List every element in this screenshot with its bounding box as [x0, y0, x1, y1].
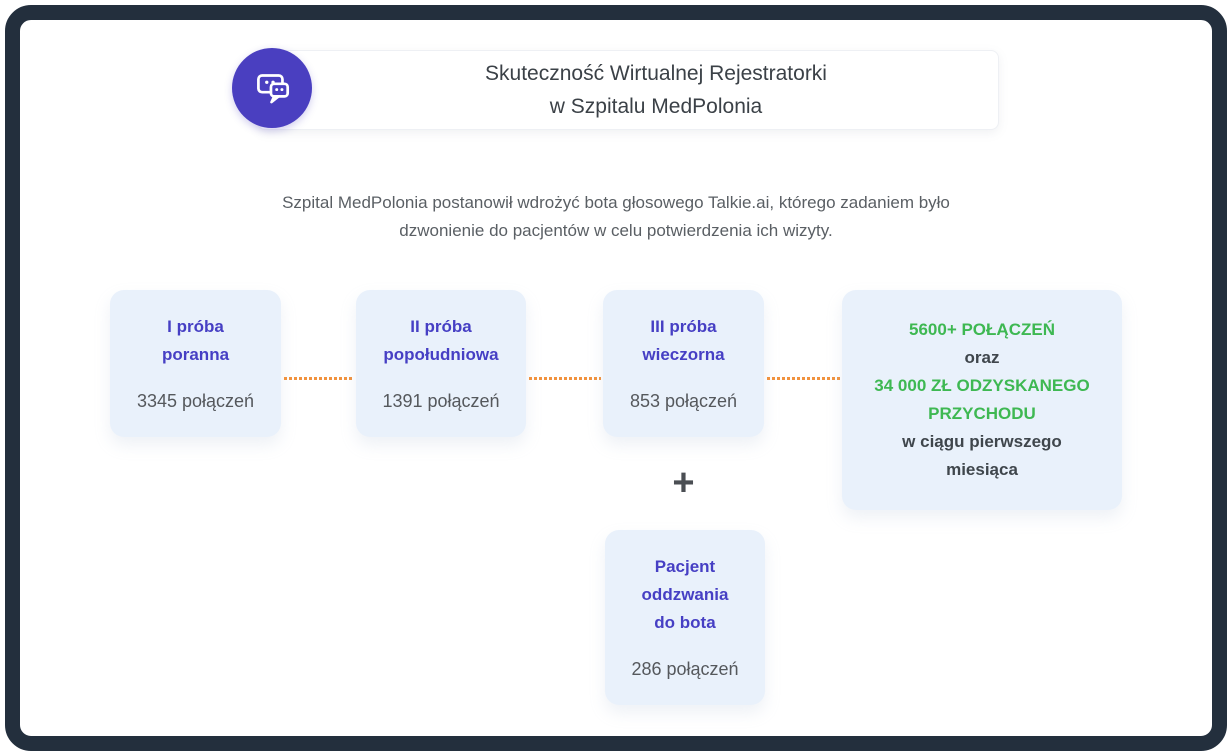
step-value: 1391 połączeń	[382, 390, 500, 411]
callback-value: 286 połączeń	[631, 658, 739, 679]
intro-text: Szpital MedPolonia postanowił wdrożyć bo…	[282, 193, 950, 240]
title-card: Skuteczność Wirtualnej Rejestratorki w S…	[257, 50, 999, 130]
page-title: Skuteczność Wirtualnej Rejestratorki w S…	[485, 62, 827, 118]
step-card-morning: I próba poranna 3345 połączeń	[110, 290, 281, 437]
chat-bubbles-icon	[232, 48, 312, 128]
step-title: I próba poranna	[161, 316, 230, 364]
step-card-afternoon: II próba popołudniowa 1391 połączeń	[356, 290, 526, 437]
step-title: II próba popołudniowa	[383, 316, 499, 364]
dotted-connector	[284, 377, 354, 380]
callback-title: Pacjent oddzwania do bota	[641, 556, 729, 632]
step-value: 3345 połączeń	[136, 390, 255, 411]
result-calls: 5600+ POŁĄCZEŃ	[909, 320, 1055, 339]
step-title: III próba wieczorna	[642, 316, 725, 364]
result-revenue: 34 000 ZŁ ODZYSKANEGO PRZYCHODU	[874, 376, 1090, 423]
result-card: 5600+ POŁĄCZEŃ oraz 34 000 ZŁ ODZYSKANEG…	[842, 290, 1122, 510]
step-card-evening: III próba wieczorna 853 połączeń	[603, 290, 764, 437]
dotted-connector	[529, 377, 601, 380]
dotted-connector	[767, 377, 840, 380]
step-value: 853 połączeń	[629, 390, 738, 411]
callback-card: Pacjent oddzwania do bota 286 połączeń	[605, 530, 765, 705]
plus-sign: +	[672, 462, 695, 504]
result-period: w ciągu pierwszego miesiąca	[902, 432, 1062, 479]
result-conjunction: oraz	[964, 348, 1000, 367]
